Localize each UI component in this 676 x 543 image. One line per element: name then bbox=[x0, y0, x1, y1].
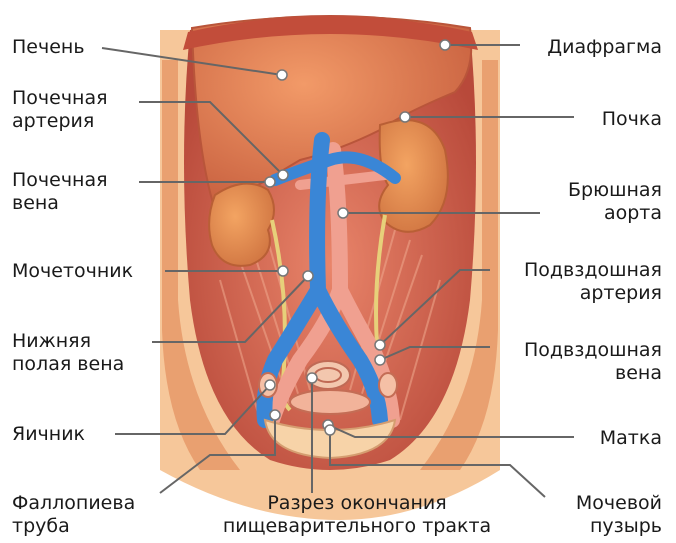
label-renal-artery: Почечная артерия bbox=[12, 87, 108, 133]
label-ivc: Нижняя полая вена bbox=[12, 330, 124, 376]
label-kidney: Почка bbox=[602, 108, 662, 131]
label-aorta: Брюшная аорта bbox=[568, 179, 662, 225]
label-iliac-vein: Подвздошная вена bbox=[524, 339, 662, 385]
label-liver: Печень bbox=[12, 36, 85, 59]
uterus bbox=[290, 390, 370, 414]
label-bladder: Мочевой пузырь bbox=[576, 492, 662, 538]
label-ureter: Мочеточник bbox=[12, 260, 133, 283]
label-gut-section: Разрез окончания пищеварительного тракта bbox=[192, 492, 522, 538]
label-uterus: Матка bbox=[600, 427, 662, 450]
label-fallopian-tube: Фаллопиева труба bbox=[12, 492, 135, 538]
ovary-right bbox=[379, 373, 397, 397]
label-iliac-artery: Подвздошная артерия bbox=[524, 259, 662, 305]
label-diaphragm: Диафрагма bbox=[547, 36, 662, 59]
label-ovary: Яичник bbox=[12, 423, 85, 446]
label-renal-vein: Почечная вена bbox=[12, 169, 108, 215]
kidney-left bbox=[209, 184, 274, 266]
